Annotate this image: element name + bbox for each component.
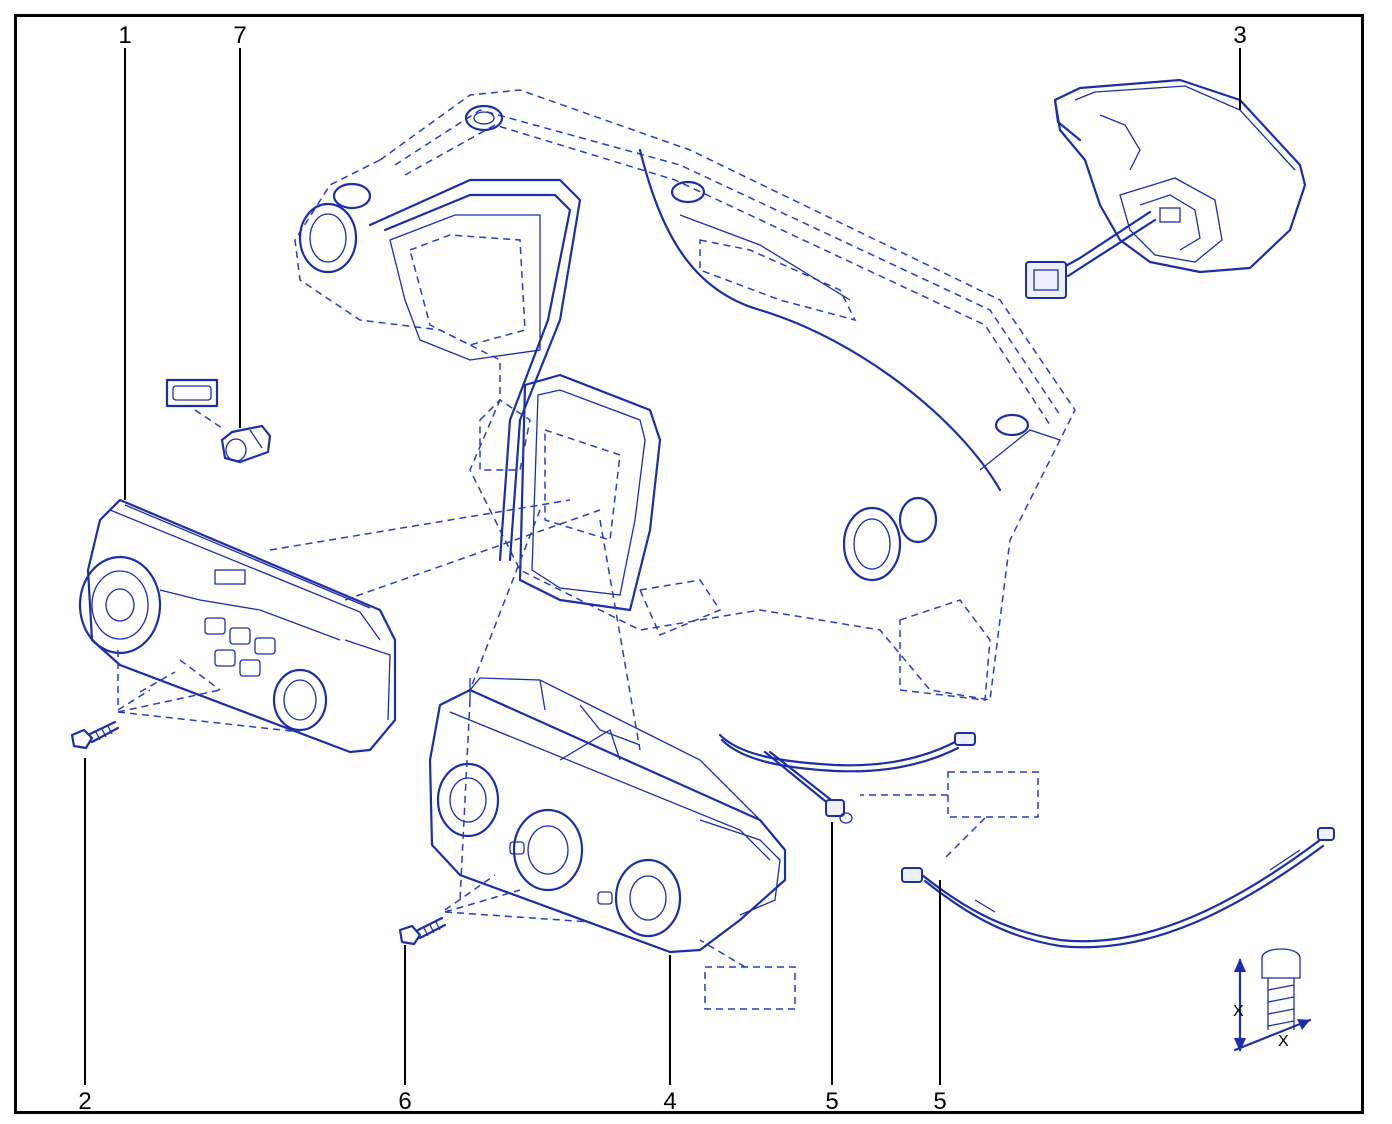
part-3-trim-cover (1025, 78, 1307, 299)
diagram-frame (14, 14, 1364, 1114)
tightening-torque-symbol (1233, 948, 1312, 1052)
torque-x-label-vertical: X (1233, 1003, 1244, 1020)
callout-4: 4 (663, 1088, 677, 1115)
part-4-climate-unit (428, 677, 787, 954)
part-6-screw (398, 699, 591, 946)
callout-7: 7 (233, 22, 247, 49)
assembly-guide-lines (269, 499, 1039, 1010)
torque-x-label-horizontal: X (1278, 1033, 1289, 1050)
part-5-control-cables (718, 732, 1335, 949)
part-2-screw (70, 650, 301, 750)
callout-2: 2 (78, 1088, 92, 1115)
part-7-sensor (165, 378, 272, 464)
callout-5-cable-b: 5 (933, 1088, 947, 1115)
callout-1: 1 (118, 22, 132, 49)
callout-3: 3 (1233, 22, 1247, 49)
dashboard-panel (294, 89, 1076, 701)
leader-lines (84, 48, 1241, 1085)
callout-6: 6 (398, 1088, 412, 1115)
callout-5-cable-a: 5 (825, 1088, 839, 1115)
part-1-climate-control-panel (78, 498, 397, 754)
